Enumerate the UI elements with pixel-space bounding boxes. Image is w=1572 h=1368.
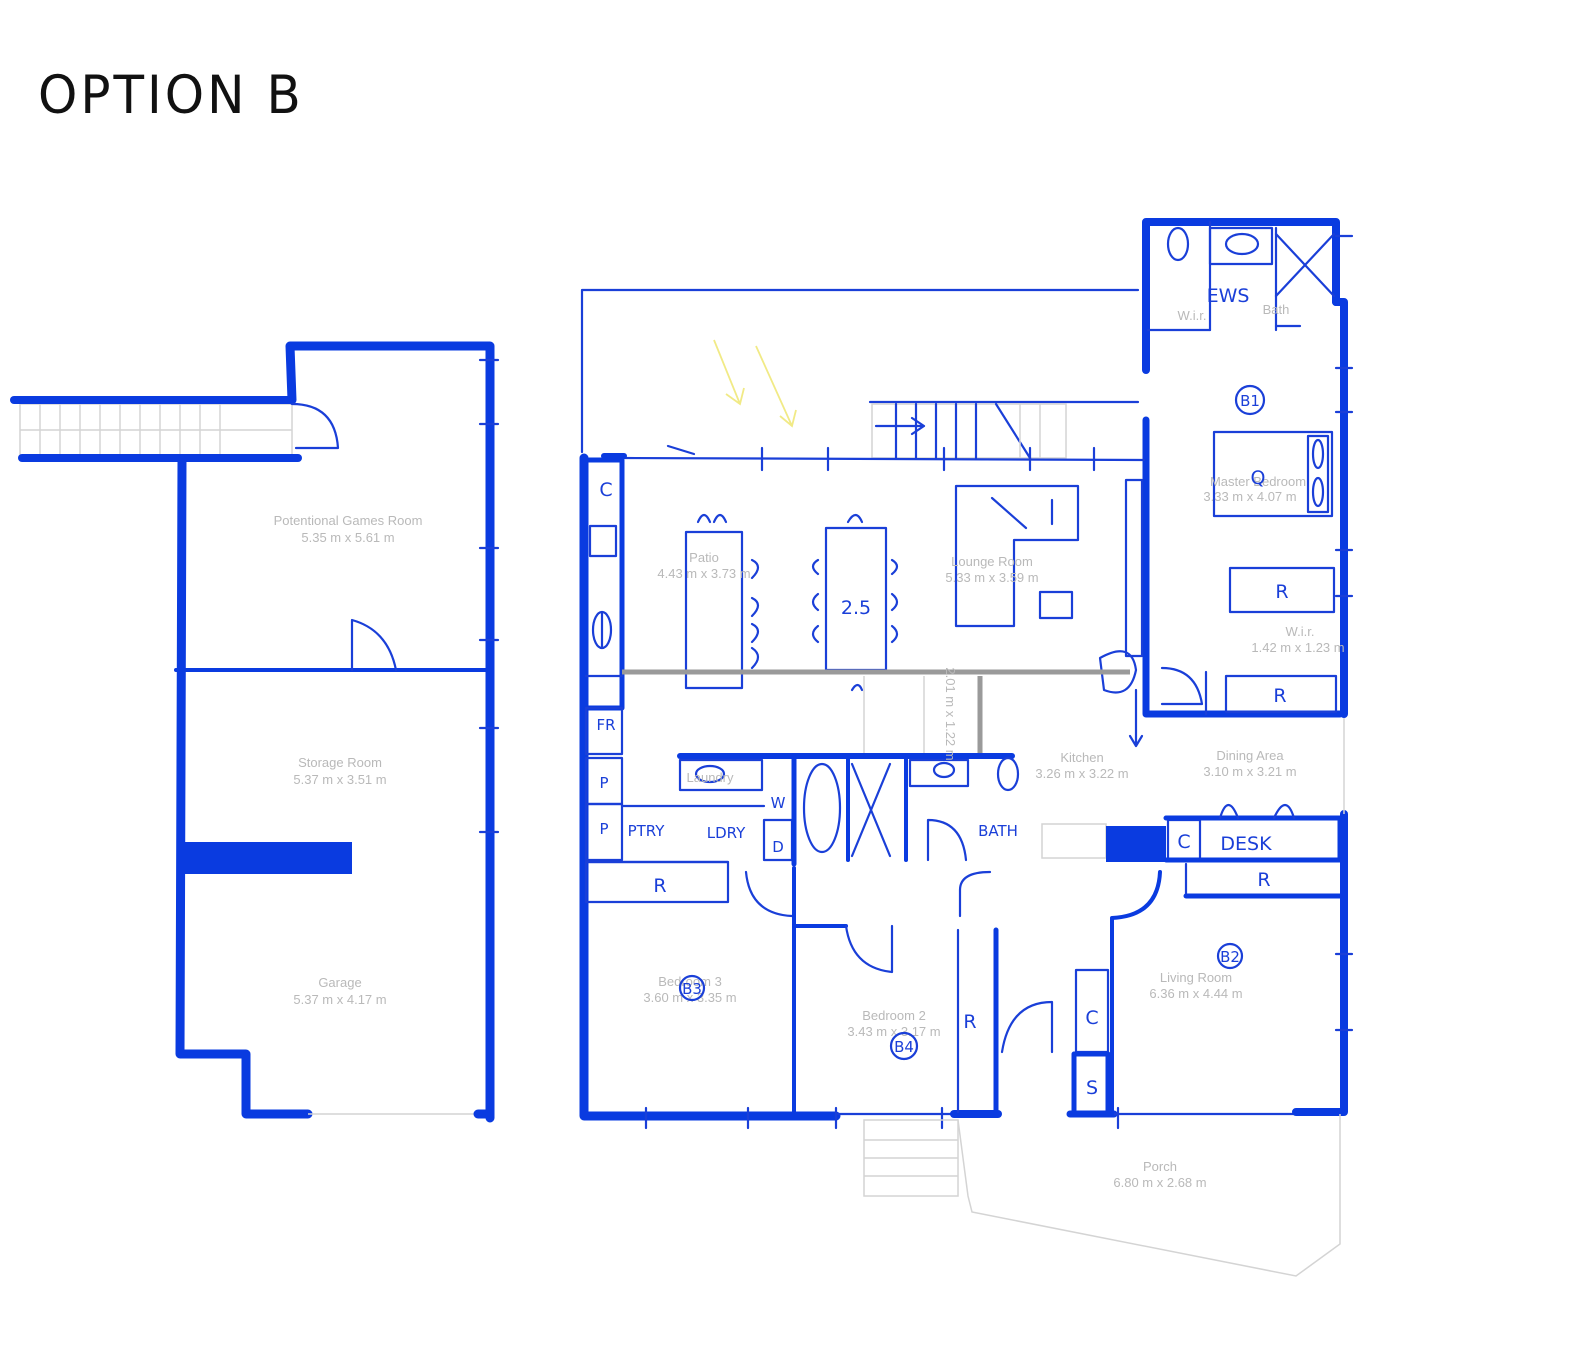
s-annotation: S [1086, 1077, 1098, 1099]
wir-label: W.i.r. [1286, 624, 1315, 639]
porch-dims: 6.80 m x 2.68 m [1113, 1175, 1206, 1190]
bath-master-label: Bath [1263, 302, 1290, 317]
bedroom3-dims: 3.60 m x 3.35 m [643, 990, 736, 1005]
laundry-annotation: LDRY [707, 824, 746, 842]
pantry-p1-annotation: P [599, 774, 608, 792]
robe-b2-annotation: R [1257, 869, 1270, 891]
b3-annotation: B3 [682, 980, 702, 998]
games-room-dims: 5.35 m x 5.61 m [301, 530, 394, 545]
b4-annotation: B4 [894, 1038, 914, 1056]
lounge-dims: 5.33 m x 3.59 m [945, 570, 1038, 585]
bedroom2-label: Bedroom 2 [862, 1008, 926, 1023]
kitchen-label: Kitchen [1060, 750, 1103, 765]
patio-label: Patio [689, 550, 719, 565]
living-room-label: Living Room [1160, 970, 1232, 985]
robe-master-annotation: R [1275, 581, 1288, 603]
table-size-annotation: 2.5 [841, 597, 871, 619]
games-room-label: Potentional Games Room [274, 513, 423, 528]
bedroom3-label: Bedroom 3 [658, 974, 722, 989]
robe-b4-annotation: R [963, 1011, 976, 1033]
bedroom2-dims: 3.43 m x 3.17 m [847, 1024, 940, 1039]
storage-room-label: Storage Room [298, 755, 382, 770]
cupboard-entry-annotation: C [1085, 1007, 1098, 1029]
garage-dims: 5.37 m x 4.17 m [293, 992, 386, 1007]
main-house: Patio 4.43 m x 3.73 m Lounge Room 5.33 m… [579, 218, 1354, 1277]
bath-annotation: BATH [978, 822, 1018, 840]
washer-annotation: W [771, 794, 786, 812]
dryer-annotation: D [772, 838, 784, 856]
pantry-p2-annotation: P [599, 820, 608, 838]
main-stairs [871, 402, 1067, 460]
cupboard-desk-annotation: C [1177, 831, 1190, 853]
kitchen-dims: 3.26 m x 3.22 m [1035, 766, 1128, 781]
lounge-label: Lounge Room [951, 554, 1033, 569]
cupboard-annotation: C [599, 479, 612, 501]
left-stairs [19, 403, 293, 457]
desk-annotation: DESK [1220, 833, 1272, 855]
ensuite-annotation: EWS [1207, 285, 1250, 307]
master-bedroom-dims: 3.33 m x 4.07 m [1203, 489, 1296, 504]
dining-dims: 3.10 m x 3.21 m [1203, 764, 1296, 779]
robe-wir-annotation: R [1273, 685, 1286, 707]
queen-bed-annotation: Q [1251, 467, 1266, 489]
laundry-label: Laundry [687, 770, 734, 785]
porch-label: Porch [1143, 1159, 1177, 1174]
master-bedroom-label: Master Bedroom [1210, 474, 1306, 489]
b1-annotation: B1 [1240, 392, 1260, 410]
patio-dims: 4.43 m x 3.73 m [657, 566, 750, 581]
fridge-annotation: FR [596, 716, 615, 734]
living-room-dims: 6.36 m x 4.44 m [1149, 986, 1242, 1001]
pantry-annotation: PTRY [628, 822, 666, 840]
storage-room-dims: 5.37 m x 3.51 m [293, 772, 386, 787]
dining-label: Dining Area [1216, 748, 1284, 763]
robe-b3-annotation: R [653, 875, 666, 897]
wir-master-label: W.i.r. [1178, 308, 1207, 323]
passage-dims: 2.01 m x 1.22 m [943, 667, 958, 760]
page-title: OPTION B [38, 64, 304, 126]
front-steps [863, 1119, 959, 1197]
left-building: Potentional Games Room 5.35 m x 5.61 m S… [10, 341, 500, 1123]
wir-dims: 1.42 m x 1.23 m [1251, 640, 1344, 655]
b2-annotation: B2 [1220, 948, 1240, 966]
garage-label: Garage [318, 975, 361, 990]
